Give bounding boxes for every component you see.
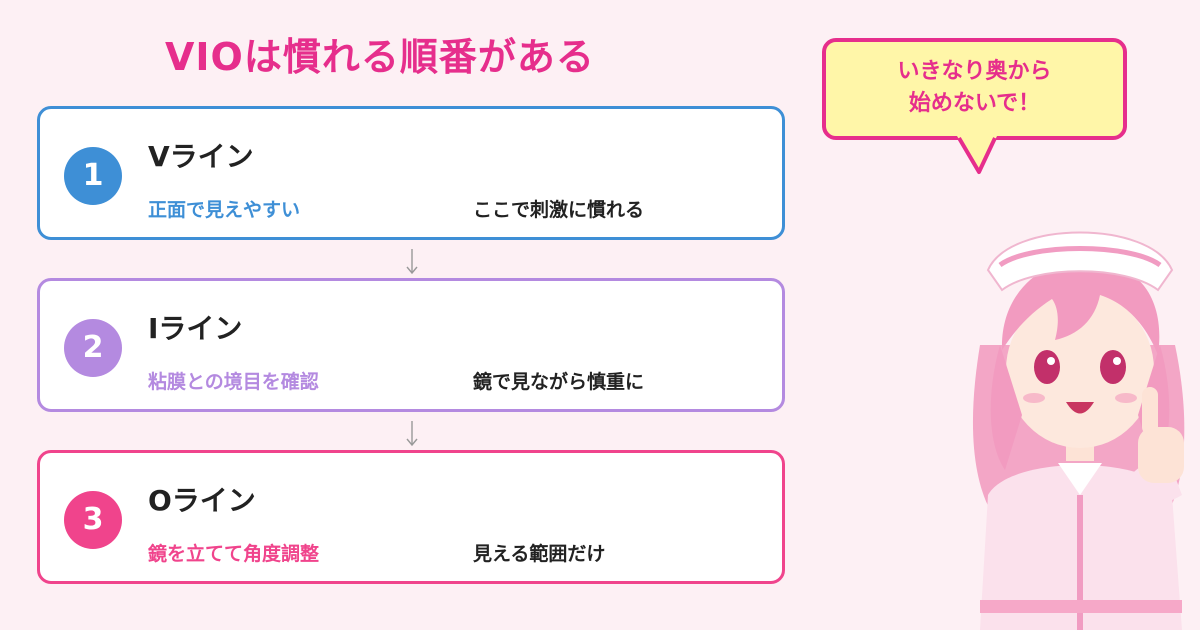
step-card-i-line: 2 Iライン 粘膜との境目を確認 鏡で見ながら慎重に <box>37 278 785 412</box>
step-card-v-line: 1 Vライン 正面で見えやすい ここで刺激に慣れる <box>37 106 785 240</box>
step-subtitle: 粘膜との境目を確認 <box>148 371 319 393</box>
step-subtitle: 鏡を立てて角度調整 <box>148 543 320 565</box>
step-number-badge: 3 <box>64 491 122 549</box>
step-subtitle: 正面で見えやすい <box>148 199 301 221</box>
down-arrow-icon <box>406 421 418 447</box>
step-number-badge: 2 <box>64 319 122 377</box>
step-number-badge: 1 <box>64 147 122 205</box>
speech-bubble: いきなり奥から 始めないで！ <box>822 38 1127 140</box>
speech-bubble-tail <box>957 136 997 174</box>
step-note: 見える範囲だけ <box>473 543 606 565</box>
step-note: 鏡で見ながら慎重に <box>473 371 645 393</box>
down-arrow-icon <box>406 249 418 275</box>
bubble-text-line-2: 始めないで！ <box>908 91 1041 116</box>
step-card-o-line: 3 Oライン 鏡を立てて角度調整 見える範囲だけ <box>37 450 785 584</box>
step-title: Iライン <box>148 312 243 345</box>
step-title: Vライン <box>148 140 254 173</box>
bubble-text-line-1: いきなり奥から <box>897 59 1052 84</box>
nurse-character-illustration <box>972 231 1185 630</box>
step-title: Oライン <box>148 484 256 517</box>
page-title: VIOは慣れる順番がある <box>165 35 595 79</box>
step-note: ここで刺激に慣れる <box>473 199 645 221</box>
